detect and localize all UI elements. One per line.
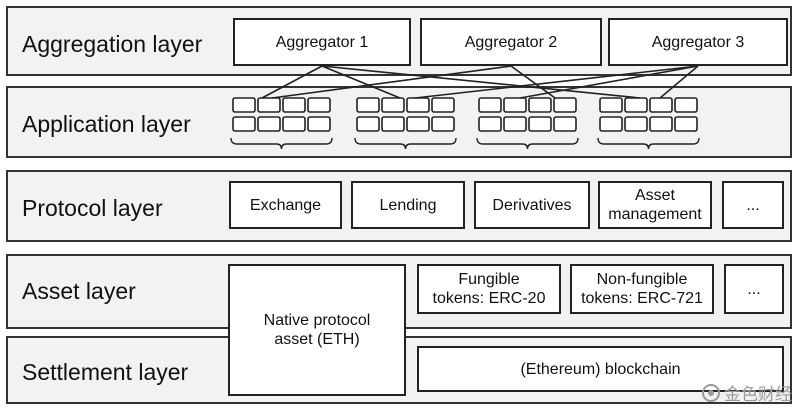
app-cell-0-1-1 <box>257 116 281 132</box>
app-cell-1-0-2 <box>406 97 430 113</box>
native-protocol-asset-box: Native protocol asset (ETH) <box>228 264 406 396</box>
asset-management-box: Asset management <box>598 181 712 229</box>
app-cell-3-1-3 <box>674 116 698 132</box>
protocol-layer-label: Protocol layer <box>22 195 163 221</box>
lending-box: Lending <box>351 181 465 229</box>
app-cell-1-1-3 <box>431 116 455 132</box>
non-fungible-tokens-label-line2: tokens: ERC-721 <box>581 290 703 307</box>
app-cell-0-1-0 <box>232 116 256 132</box>
application-grid <box>230 97 700 150</box>
non-fungible-tokens-label-line1: Non-fungible <box>596 271 688 288</box>
jinse-logo-icon <box>702 383 720 402</box>
app-group-brace-1 <box>354 137 457 150</box>
app-cell-2-0-3 <box>553 97 577 113</box>
app-cell-0-0-2 <box>282 97 306 113</box>
app-cell-3-1-1 <box>624 116 648 132</box>
derivatives-box: Derivatives <box>474 181 590 229</box>
native-asset-label-line2: asset (ETH) <box>274 331 360 348</box>
aggregator-2-box: Aggregator 2 <box>420 18 602 66</box>
app-cell-1-0-1 <box>381 97 405 113</box>
fungible-tokens-box: Fungible tokens: ERC-20 <box>417 264 561 314</box>
application-layer-label: Application layer <box>22 111 191 137</box>
app-cell-0-0-3 <box>307 97 331 113</box>
app-cell-3-0-0 <box>599 97 623 113</box>
aggregator-3-label: Aggregator 3 <box>651 33 745 51</box>
asset-management-label-line1: Asset <box>634 187 675 204</box>
fungible-tokens-label-line1: Fungible <box>458 271 520 288</box>
app-group-brace-3 <box>597 137 700 150</box>
app-cell-3-0-2 <box>649 97 673 113</box>
derivatives-label: Derivatives <box>492 196 572 214</box>
app-cell-2-0-0 <box>478 97 502 113</box>
aggregator-1-label: Aggregator 1 <box>275 33 369 51</box>
non-fungible-tokens-box: Non-fungible tokens: ERC-721 <box>570 264 714 314</box>
aggregation-layer-label: Aggregation layer <box>22 31 203 57</box>
app-group-brace-2 <box>476 137 579 150</box>
app-group-brace-0 <box>230 137 333 150</box>
app-cell-2-0-2 <box>528 97 552 113</box>
native-asset-label-line1: Native protocol <box>263 312 371 329</box>
exchange-label: Exchange <box>249 196 322 214</box>
app-cell-2-1-2 <box>528 116 552 132</box>
app-cell-1-1-1 <box>381 116 405 132</box>
app-cell-1-0-3 <box>431 97 455 113</box>
asset-layer-label: Asset layer <box>22 278 136 304</box>
app-cell-0-0-0 <box>232 97 256 113</box>
watermark: 金色财经 <box>702 380 792 405</box>
watermark-text: 金色财经 <box>724 385 792 405</box>
lending-label: Lending <box>379 196 437 214</box>
fungible-tokens-label-line2: tokens: ERC-20 <box>432 290 546 307</box>
app-cell-2-1-3 <box>553 116 577 132</box>
aggregator-3-box: Aggregator 3 <box>608 18 788 66</box>
app-cell-2-0-1 <box>503 97 527 113</box>
app-cell-3-0-3 <box>674 97 698 113</box>
app-cell-0-1-2 <box>282 116 306 132</box>
app-cell-3-1-2 <box>649 116 673 132</box>
app-cell-0-0-1 <box>257 97 281 113</box>
app-cell-0-1-3 <box>307 116 331 132</box>
app-cell-2-1-1 <box>503 116 527 132</box>
aggregator-2-label: Aggregator 2 <box>464 33 558 51</box>
blockchain-box: (Ethereum) blockchain <box>417 346 784 392</box>
blockchain-label: (Ethereum) blockchain <box>520 360 681 378</box>
asset-more-label: ... <box>747 280 761 298</box>
exchange-box: Exchange <box>229 181 342 229</box>
app-cell-2-1-0 <box>478 116 502 132</box>
app-cell-1-1-0 <box>356 116 380 132</box>
asset-management-label-line2: management <box>608 206 702 223</box>
app-cell-3-0-1 <box>624 97 648 113</box>
app-cell-3-1-0 <box>599 116 623 132</box>
asset-more-box: ... <box>724 264 784 314</box>
aggregator-1-box: Aggregator 1 <box>233 18 411 66</box>
protocol-more-box: ... <box>722 181 784 229</box>
app-cell-1-0-0 <box>356 97 380 113</box>
settlement-layer-label: Settlement layer <box>22 359 189 385</box>
protocol-more-label: ... <box>746 196 760 214</box>
app-cell-1-1-2 <box>406 116 430 132</box>
